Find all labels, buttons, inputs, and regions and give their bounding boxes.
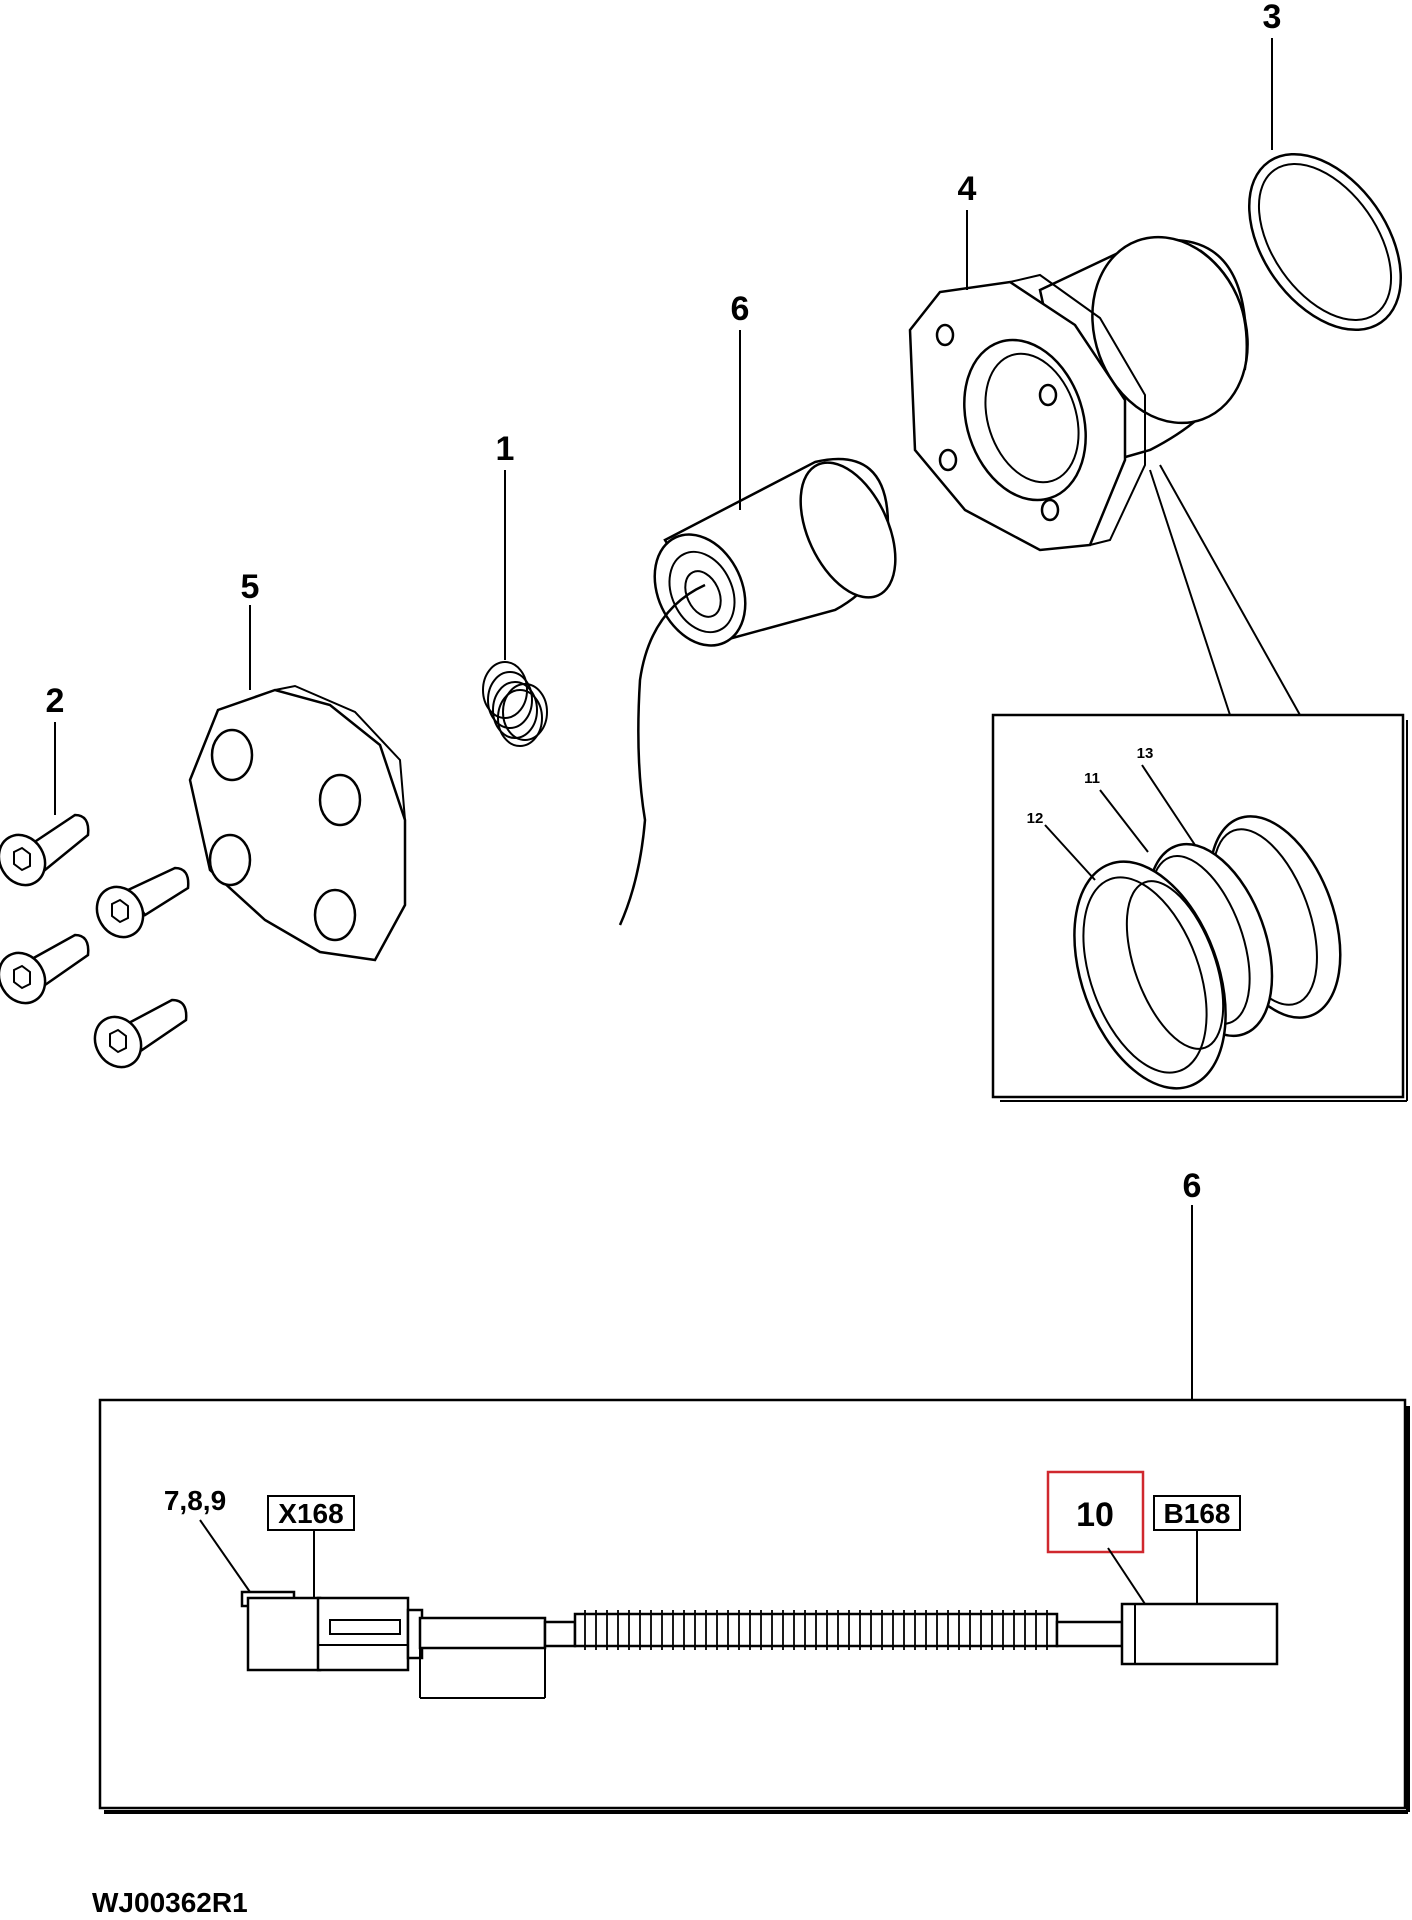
spring-part-1 <box>482 661 548 747</box>
flange-housing-part-4 <box>908 235 1249 552</box>
x168-label-box <box>267 1495 355 1531</box>
connector-x168 <box>240 1590 577 1699</box>
callout-4: 4 <box>958 170 977 208</box>
leader-11 <box>1099 789 1149 853</box>
callout-3: 3 <box>1263 0 1282 36</box>
leader-13 <box>1141 764 1196 846</box>
o-ring-part-3 <box>1247 152 1403 332</box>
callout-6-top: 6 <box>731 290 750 328</box>
label-b168: B168 <box>1164 1498 1231 1529</box>
seal-detail-inset <box>991 713 1408 1102</box>
detail-leader-a <box>1149 469 1231 716</box>
callout-5: 5 <box>241 568 260 606</box>
corrugated-conduit <box>573 1610 1059 1650</box>
label-x168: X168 <box>278 1498 343 1529</box>
highlight-box-10 <box>1046 1470 1145 1554</box>
cap-screws-part-2 <box>0 813 190 1069</box>
cap-screw <box>0 813 90 887</box>
callout-7-8-9: 7,8,9 <box>164 1485 226 1516</box>
figure-reference: WJ00362R1 <box>92 1887 248 1918</box>
cap-screw <box>0 933 90 1005</box>
solenoid-coil-part-6 <box>618 457 897 926</box>
detail-leader-b <box>1159 464 1301 716</box>
b168-label-box <box>1153 1495 1241 1531</box>
sensor-b168 <box>1055 1602 1279 1666</box>
callout-6-bottom: 6 <box>1183 1167 1202 1205</box>
end-cover-part-5 <box>188 684 407 962</box>
leader-7-8-9 <box>199 1519 251 1593</box>
conduit-ribs <box>584 1610 1048 1650</box>
cap-screw <box>93 998 188 1069</box>
callout-2: 2 <box>46 682 65 720</box>
callout-13: 13 <box>1137 745 1154 762</box>
callout-10: 10 <box>1076 1496 1114 1534</box>
cap-screw <box>95 866 190 939</box>
leader-12 <box>1044 824 1096 881</box>
leader-10 <box>1107 1547 1146 1605</box>
callout-1: 1 <box>496 430 515 468</box>
callout-11: 11 <box>1084 770 1100 787</box>
callout-12: 12 <box>1027 810 1044 827</box>
